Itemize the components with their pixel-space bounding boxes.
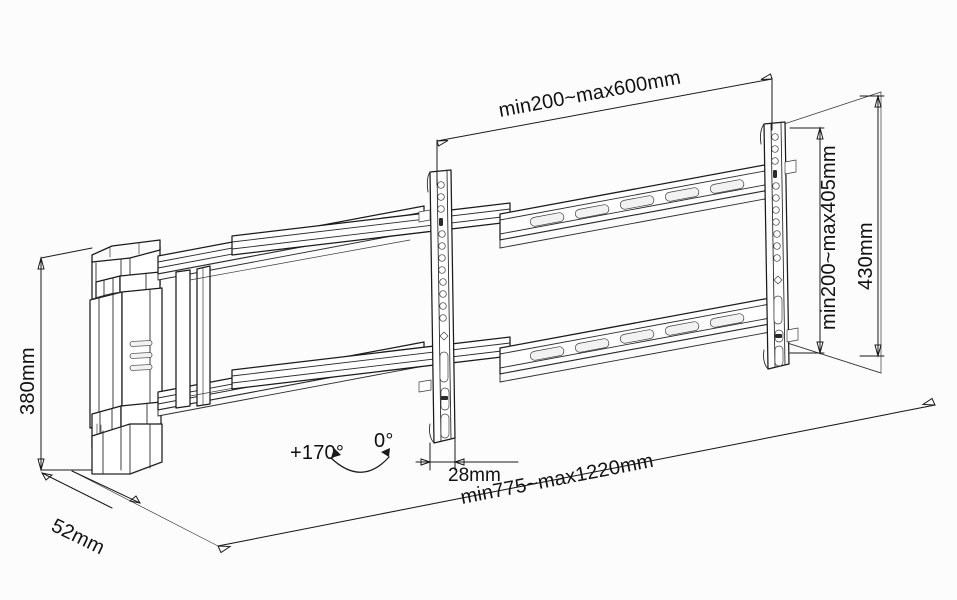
- hinge-column-assembly: [89, 239, 163, 475]
- lower-rail-slots: [529, 313, 745, 361]
- dim-left-height: 380mm: [17, 247, 93, 472]
- swivel-left-label: +170°: [290, 442, 344, 464]
- dim-top-span-label: min200~max600mm: [497, 67, 683, 122]
- upper-rail-slots: [529, 179, 745, 227]
- swivel-zero-label: 0°: [374, 430, 394, 452]
- dim-plate-thickness-label: 28mm: [448, 465, 501, 486]
- left-bracket-holes: [437, 181, 450, 439]
- dim-right-inner: min200~max405mm: [789, 126, 840, 355]
- dim-right-outer: 430mm: [855, 94, 885, 358]
- left-vertical-bracket: [418, 169, 456, 444]
- upper-cross-rail: [499, 163, 771, 249]
- adjustment-slots: [129, 340, 153, 371]
- dim-depth-label: 52mm: [48, 515, 108, 559]
- curved-double-arrow-icon: [330, 448, 390, 473]
- dim-left-height-label: 380mm: [17, 347, 39, 415]
- lower-cross-rail: [499, 297, 771, 383]
- dim-right-outer-label: 430mm: [855, 222, 877, 290]
- dim-plate-thickness: 28mm: [415, 437, 519, 486]
- right-bracket-holes: [771, 133, 784, 367]
- swivel-annotation: +170° 0°: [290, 430, 394, 473]
- right-vertical-bracket: [759, 121, 799, 370]
- extension-arm: [157, 202, 511, 417]
- dim-right-inner-label: min200~max405mm: [818, 145, 840, 330]
- dim-bottom-span: min775~max1220mm: [217, 397, 936, 554]
- dim-top-span: min200~max600mm: [436, 67, 773, 186]
- dim-depth: 52mm: [41, 470, 141, 559]
